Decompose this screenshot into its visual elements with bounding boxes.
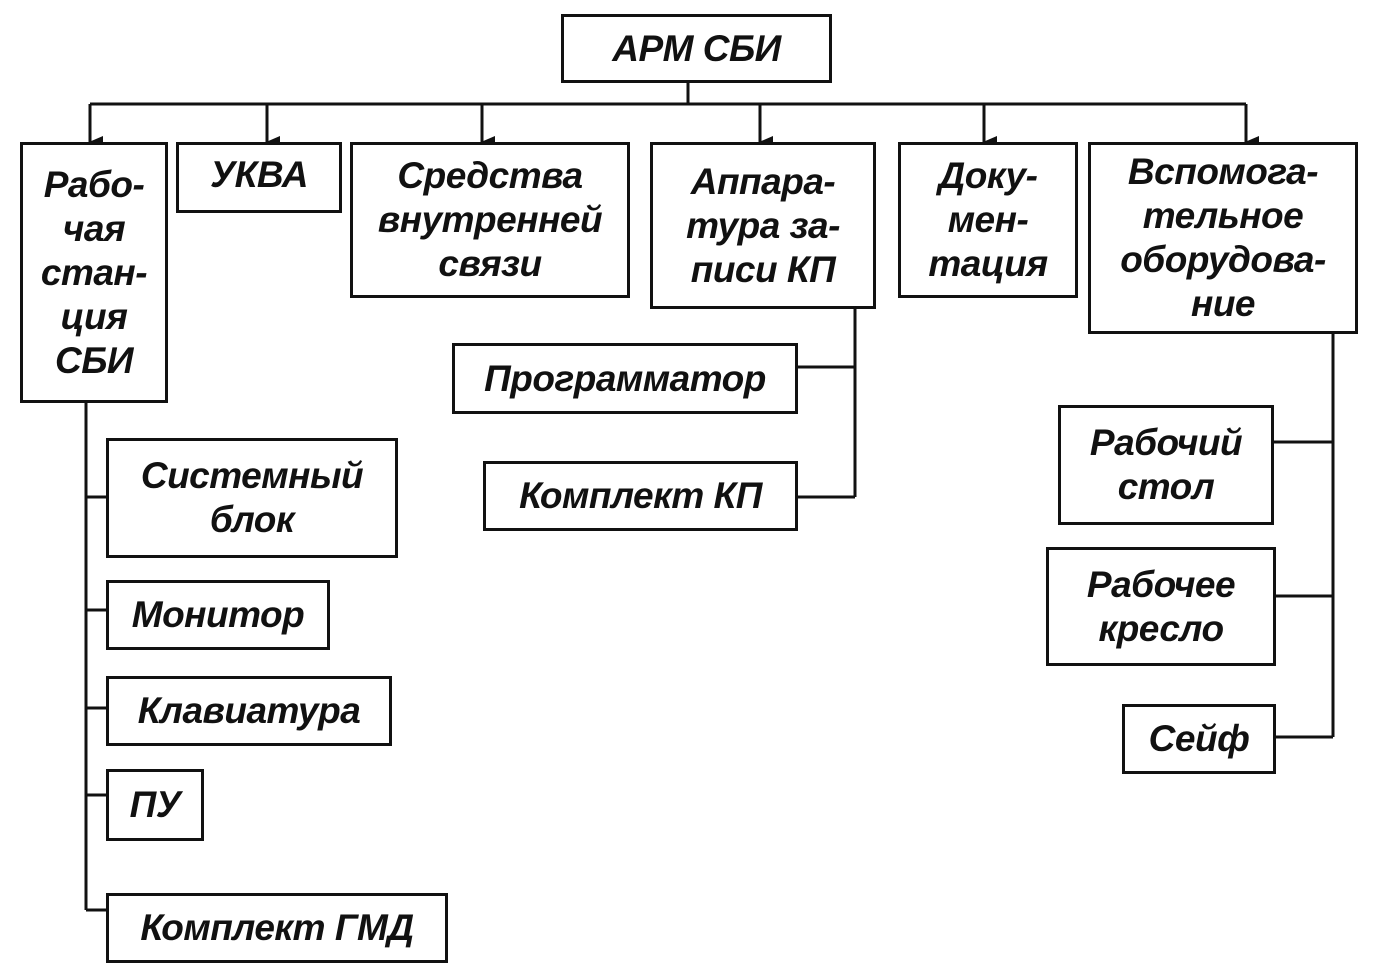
item-label: Монитор <box>131 594 305 635</box>
item-kp-kit: Комплект КП <box>483 461 798 531</box>
category-label: Рабо- чая стан- ция СБИ <box>40 163 148 381</box>
category-label: Доку- мен- тация <box>928 155 1048 284</box>
category-label: Вспомога- тельное оборудова- ние <box>1120 151 1326 324</box>
item-label: Клавиатура <box>137 690 361 731</box>
item-work-chair: Рабочее кресло <box>1046 547 1276 666</box>
item-label: Комплект ГМД <box>140 907 414 948</box>
item-label: Комплект КП <box>519 475 762 516</box>
item-label: Системный блок <box>140 455 364 540</box>
item-keyboard: Клавиатура <box>106 676 392 746</box>
category-ukva: УКВА <box>176 142 342 213</box>
item-safe: Сейф <box>1122 704 1276 774</box>
category-label: Средства внутренней связи <box>377 155 603 284</box>
category-label: УКВА <box>210 154 308 195</box>
category-label: Аппара- тура за- писи КП <box>686 160 840 290</box>
item-system-unit: Системный блок <box>106 438 398 558</box>
item-label: Сейф <box>1148 718 1250 759</box>
item-fdd-kit: Комплект ГМД <box>106 893 448 963</box>
category-documentation: Доку- мен- тация <box>898 142 1078 298</box>
category-recording-equipment: Аппара- тура за- писи КП <box>650 142 876 309</box>
item-printer: ПУ <box>106 769 204 841</box>
item-label: ПУ <box>129 784 181 825</box>
item-work-desk: Рабочий стол <box>1058 405 1274 525</box>
category-workstation: Рабо- чая стан- ция СБИ <box>20 142 168 403</box>
item-label: Программатор <box>484 357 766 399</box>
category-internal-comms: Средства внутренней связи <box>350 142 630 298</box>
item-label: Рабочее кресло <box>1086 563 1236 649</box>
root-label: АРМ СБИ <box>612 27 781 69</box>
item-monitor: Монитор <box>106 580 330 650</box>
category-auxiliary-equipment: Вспомога- тельное оборудова- ние <box>1088 142 1358 334</box>
item-label: Рабочий стол <box>1089 422 1243 507</box>
root-node: АРМ СБИ <box>561 14 832 83</box>
item-programmer: Программатор <box>452 343 798 414</box>
